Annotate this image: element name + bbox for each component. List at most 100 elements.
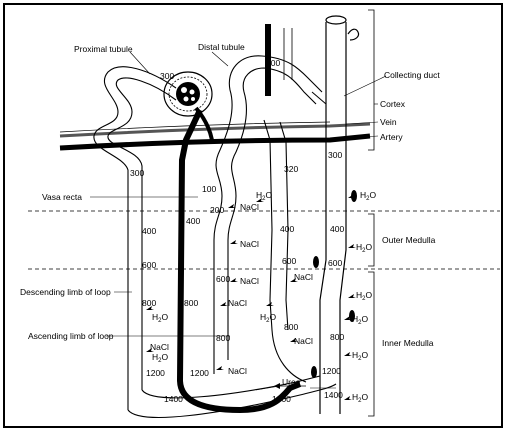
frame-border [3, 3, 503, 428]
water-o: O [369, 190, 376, 200]
outer-medulla-bracket [368, 213, 375, 267]
water-o: O [161, 312, 168, 322]
osm-cd-800: 800 [330, 332, 344, 342]
nacl-label: NaCl [240, 276, 259, 286]
vasa-recta-branch [194, 106, 214, 141]
water-h: H [352, 392, 358, 402]
distal-tubule [213, 55, 323, 374]
label-urea: Urea [282, 377, 301, 387]
svg-text:H2O: H2O [352, 314, 368, 326]
svg-text:H2O: H2O [152, 312, 168, 324]
svg-text:H2O: H2O [352, 350, 368, 362]
label-ascending-limb: Ascending limb of loop [28, 331, 114, 341]
urea-arrowhead [274, 383, 280, 389]
water-sub: 2 [358, 398, 362, 404]
osm-vr-100: 100 [202, 184, 216, 194]
label-collecting-duct: Collecting duct [384, 70, 440, 80]
svg-text:H2O: H2O [360, 190, 376, 202]
label-artery: Artery [380, 132, 403, 142]
water-o: O [265, 190, 272, 200]
water-o: O [361, 350, 368, 360]
water-h: H [256, 190, 262, 200]
water-sub: 2 [362, 296, 366, 302]
svg-text:H2O: H2O [260, 312, 276, 324]
glomerulus [163, 71, 213, 117]
osm-cd-800a: 800 [284, 322, 298, 332]
osm-desc-800: 800 [142, 298, 156, 308]
osm-cd-320: 320 [284, 164, 298, 174]
water-h: H [356, 290, 362, 300]
water-o: O [365, 242, 372, 252]
osm-cd-1200: 1200 [322, 366, 341, 376]
vein-outline [59, 121, 331, 133]
label-vasa-recta: Vasa recta [42, 192, 82, 202]
osm-distal-100: 100 [266, 58, 280, 68]
label-cortex: Cortex [380, 99, 406, 109]
osm-desc-400: 400 [142, 226, 156, 236]
water-o: O [161, 352, 168, 362]
svg-text:H2O: H2O [256, 190, 272, 202]
osm-cd-300: 300 [328, 150, 342, 160]
osm-asc-600: 600 [216, 274, 230, 284]
water-h: H [260, 312, 266, 322]
water-h: H [152, 352, 158, 362]
water-sub: 2 [262, 196, 266, 202]
osm-vr-200: 200 [210, 205, 224, 215]
osm-bottom-1400: 1400 [164, 394, 183, 404]
nacl-label: NaCl [228, 366, 247, 376]
water-o: O [361, 314, 368, 324]
osm-vr-400: 400 [186, 216, 200, 226]
duct-vessel-stubs [311, 190, 357, 378]
cortex-bracket [368, 9, 375, 151]
vasa-recta-right [263, 119, 307, 383]
collecting-duct [319, 15, 360, 414]
label-descending-limb: Descending limb of loop [20, 287, 111, 297]
osm-asc-800: 800 [184, 298, 198, 308]
loop-of-henle [127, 375, 337, 418]
osm-vr2-1200: 1200 [190, 368, 209, 378]
svg-text:H2O: H2O [352, 392, 368, 404]
osm-proximal-300: 300 [160, 71, 174, 81]
vein-vessel [59, 122, 371, 138]
nacl-label: NaCl [150, 342, 169, 352]
label-proximal-tubule: Proximal tubule [74, 44, 133, 54]
nacl-label: NaCl [240, 239, 259, 249]
water-sub: 2 [266, 318, 270, 324]
label-vein: Vein [380, 117, 397, 127]
osm-desc-1200: 1200 [146, 368, 165, 378]
osm-vr2-800: 800 [216, 333, 230, 343]
water-sub: 2 [366, 196, 370, 202]
osm-cd-400: 400 [330, 224, 344, 234]
osm-vr2-1400: 1400 [272, 394, 291, 404]
osm-cd-600a: 600 [282, 256, 296, 266]
osm-desc-300: 300 [130, 168, 144, 178]
osm-desc-600: 600 [142, 260, 156, 270]
water-sub: 2 [158, 358, 162, 364]
leader-lines [90, 51, 387, 391]
water-labels: H2O H2O H2O H2O H2O H2O H2O H2O H2O H2O [152, 190, 376, 404]
water-sub: 2 [158, 318, 162, 324]
water-h: H [352, 314, 358, 324]
water-o: O [361, 392, 368, 402]
label-outer-medulla: Outer Medulla [382, 235, 436, 245]
water-o: O [365, 290, 372, 300]
svg-text:H2O: H2O [356, 242, 372, 254]
svg-text:H2O: H2O [356, 290, 372, 302]
water-h: H [352, 350, 358, 360]
vasa-recta [176, 108, 302, 414]
artery-vessel [59, 133, 371, 151]
water-sub: 2 [358, 356, 362, 362]
proximal-tubule [93, 66, 177, 410]
water-h: H [356, 242, 362, 252]
transport-arrows [146, 194, 356, 400]
osm-cd-600: 600 [328, 258, 342, 268]
water-o: O [269, 312, 276, 322]
osm-cd-400a: 400 [280, 224, 294, 234]
water-h: H [360, 190, 366, 200]
water-sub: 2 [358, 320, 362, 326]
nacl-label: NaCl [294, 336, 313, 346]
inner-medulla-bracket [368, 271, 375, 417]
svg-text:H2O: H2O [152, 352, 168, 364]
